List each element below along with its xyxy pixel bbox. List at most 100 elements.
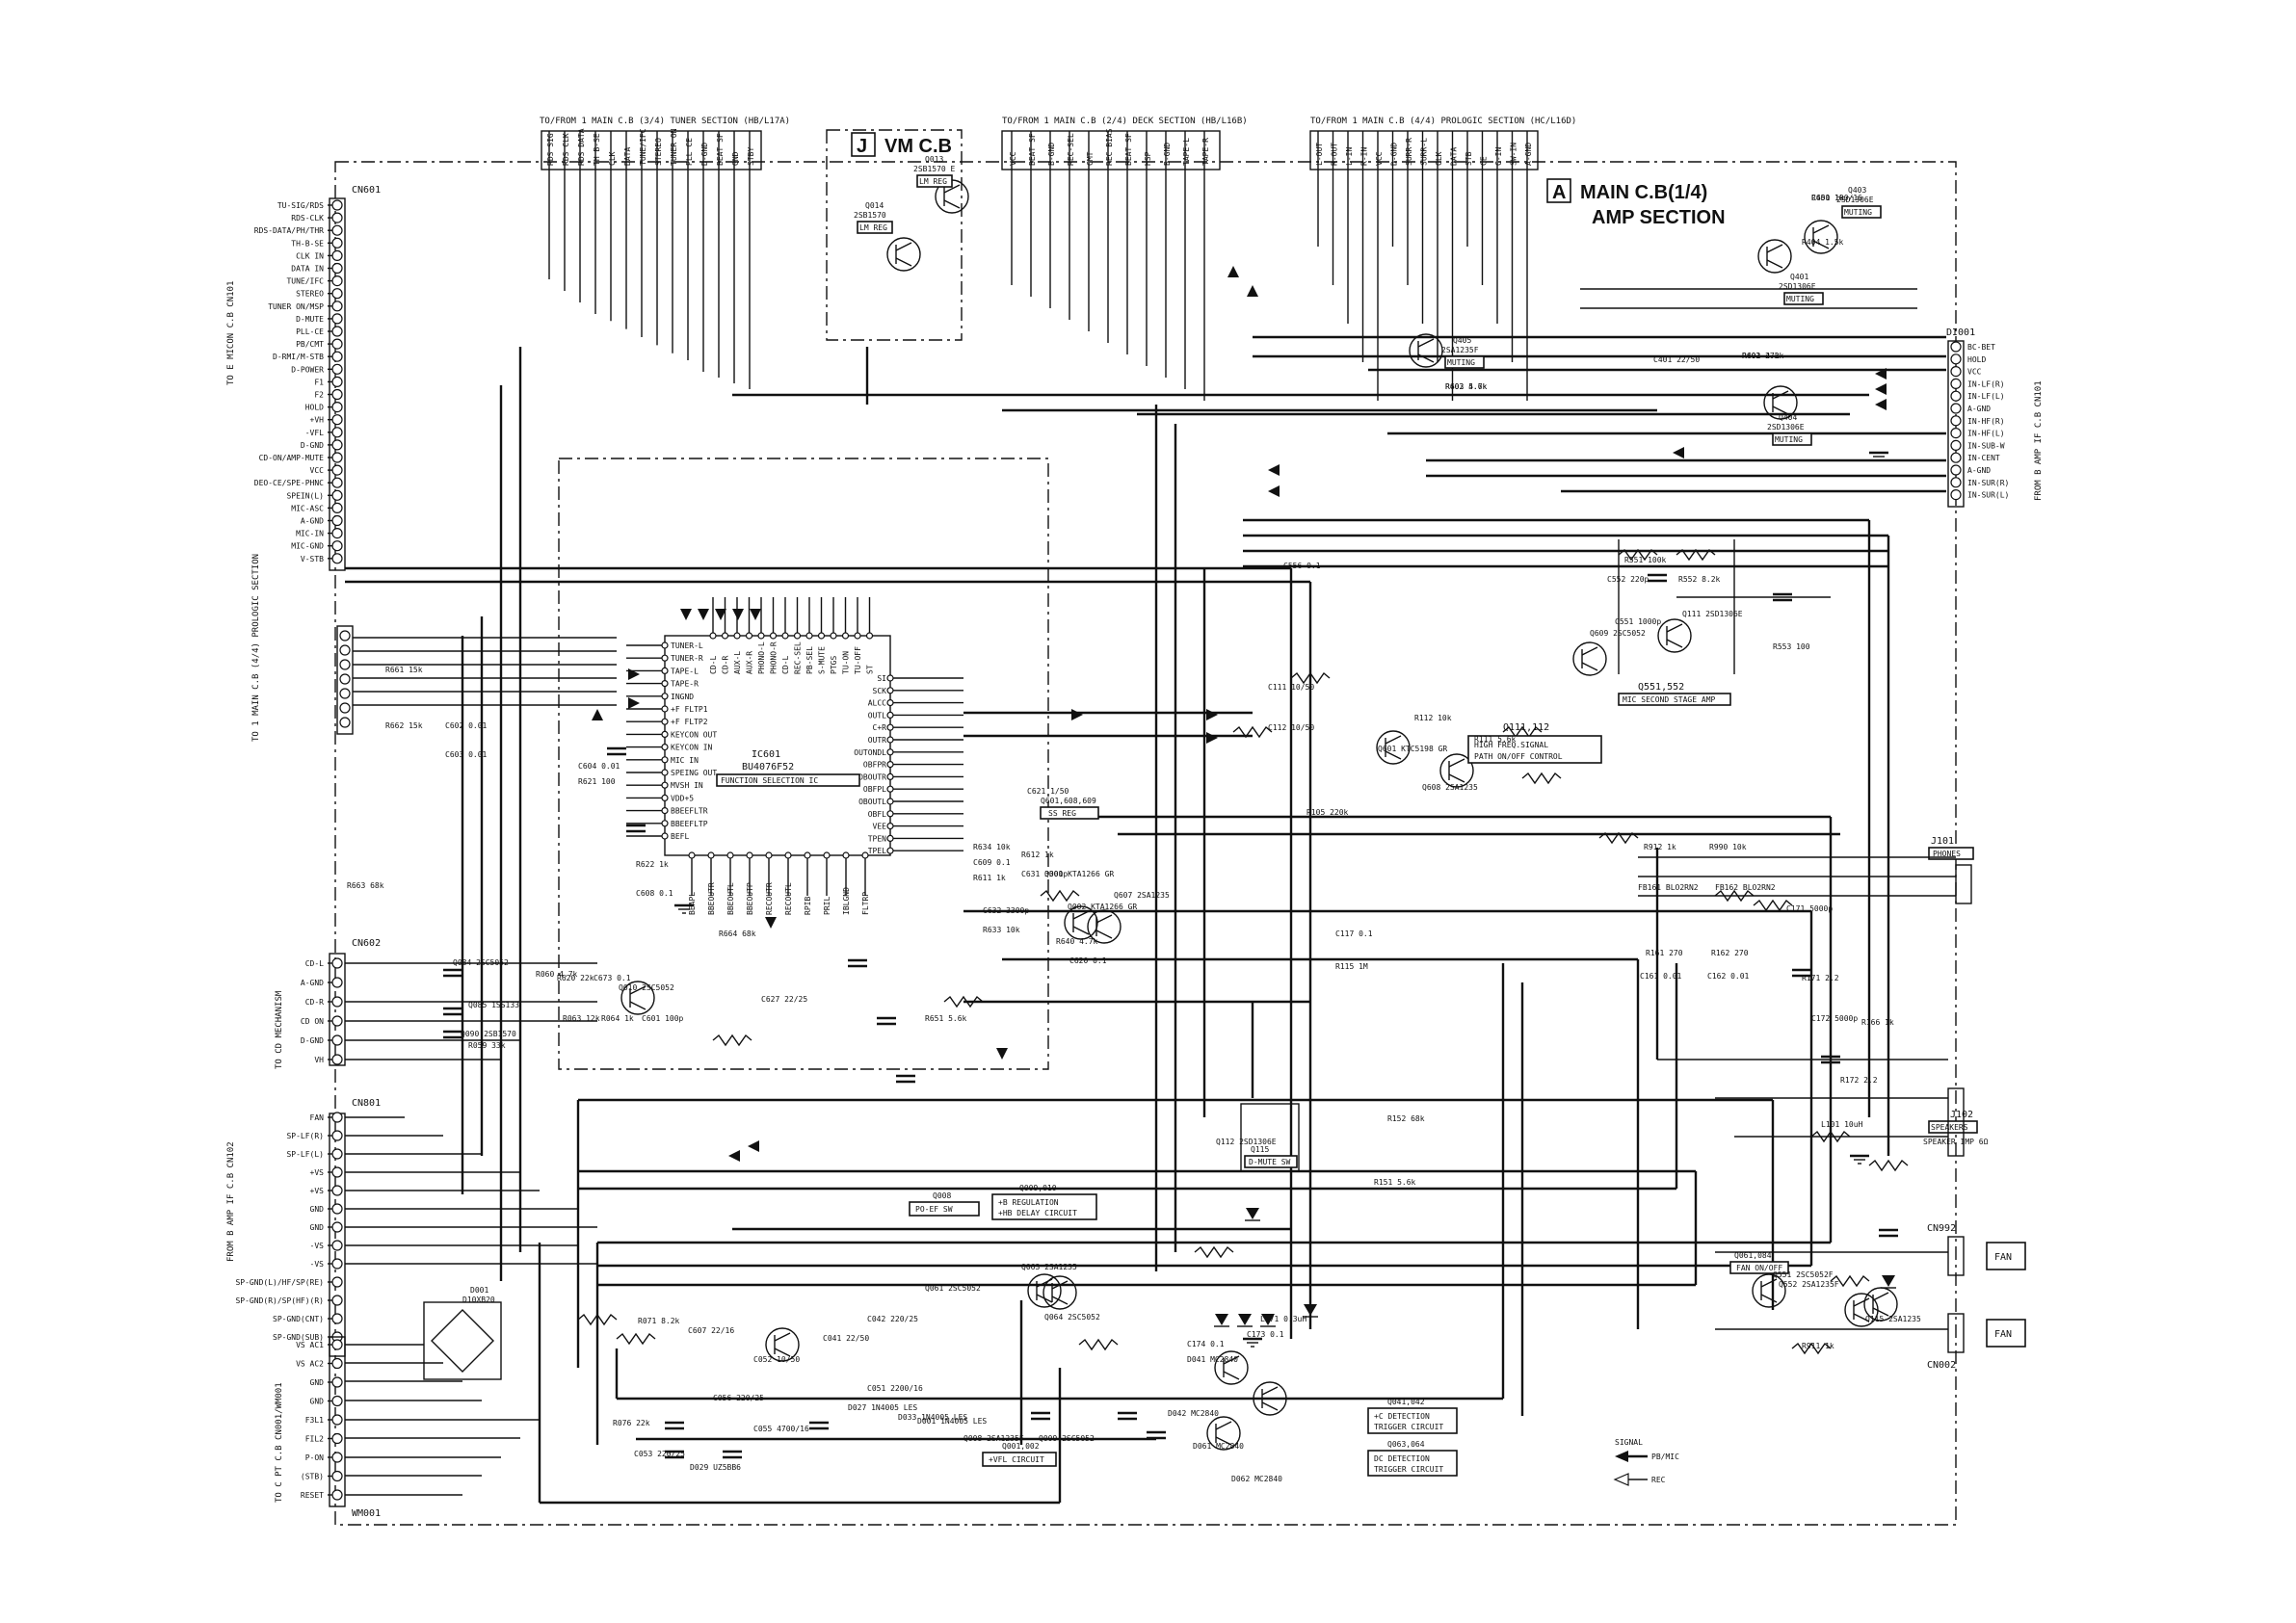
tuner-pin-label: RDS CLK (562, 133, 570, 166)
part-label: R663 68k (347, 881, 384, 890)
ic601-left-pin-label: TUNER-R (671, 654, 703, 663)
cn601-pin (331, 489, 343, 501)
resistor-symbol (1194, 1245, 1234, 1259)
ic601-left-pin (661, 756, 669, 764)
label-cd: TO CD MECHANISM (275, 990, 284, 1069)
di001-pin (1950, 415, 1962, 427)
deck-pin-label: B-GND (1163, 143, 1172, 166)
note-q115: Q115 D-MUTE SW (1240, 1103, 1300, 1172)
part-label: C673 0.1 (594, 974, 631, 982)
ic601-bottom-pin-label: BBEOUTP (746, 882, 754, 915)
ic601-right-pin-label: OBFPR (863, 761, 886, 770)
note-q061-ref: Q061,084 (1734, 1251, 1772, 1260)
cn801-pin-label: SP-LF(R) (286, 1132, 324, 1140)
note-q041-desc1: +C DETECTION (1374, 1412, 1430, 1421)
transistor-symbol (1409, 333, 1443, 368)
part-label: R552 8.2k (1678, 575, 1721, 584)
transistor-symbol (620, 981, 655, 1015)
cn601-pin-label: VCC (310, 466, 325, 475)
part-label: C042 220/25 (867, 1315, 918, 1323)
ic601-left-pin (661, 769, 669, 776)
part-label: C556 0.1 (1283, 562, 1321, 570)
ic601-right-pin-label: OBFPL (863, 785, 886, 794)
note-q551: Q551,552 MIC SECOND STAGE AMP (1618, 682, 1731, 706)
cn601-pin (331, 363, 343, 375)
resistor-symbol (1618, 548, 1658, 562)
part-label: Q002 KTA1266 GR (1068, 903, 1137, 911)
part-label: Q112 2SD1306E (1216, 1138, 1277, 1146)
ic601-right-pin-label: OUTR (868, 736, 886, 745)
j102-imp-label: SPEAKER IMP 6Ω (1923, 1138, 1989, 1146)
prologic-pin-label: D-GND (1390, 143, 1399, 166)
part-label: Q010 2SC5052 (619, 983, 674, 992)
resistor-symbol (1753, 899, 1793, 912)
ic601-top-pin-label: TU-ON (842, 651, 851, 674)
cn901-pin-label: VS AC2 (296, 1360, 324, 1369)
resistor-symbol (616, 1332, 656, 1346)
transistor-symbol (886, 237, 921, 272)
ic601-top-pin (733, 632, 741, 640)
ic601-left-pin (661, 654, 669, 662)
part-label: R151 5.6k (1374, 1178, 1416, 1187)
di001-pin-label: A-GND (1967, 466, 1991, 475)
cn602-pin (331, 996, 343, 1008)
ic601-left-pin-label: TUNER-L (671, 641, 703, 650)
part-label: R612 1k (1021, 851, 1054, 859)
ic601-right-pin-label: OBOUTL (858, 798, 886, 806)
tuner-pin-label: D-GND (700, 143, 709, 166)
part-label: R166 1k (1861, 1018, 1894, 1027)
resistor-symbol (1868, 1159, 1909, 1172)
transistor-symbol (1214, 1350, 1249, 1385)
prologic-pin-label: R-IN (1360, 147, 1369, 166)
part-label: D033 1N4005 LES (898, 1413, 967, 1422)
ic601-right-pin-label: OUTONDL (854, 748, 886, 757)
j102-speakers-label: SPEAKERS (1931, 1123, 1968, 1132)
cn601-pin (331, 275, 343, 287)
note-q405-part: 2SA1235F (1441, 346, 1479, 354)
part-label: D027 1N4005 LES (848, 1403, 917, 1412)
part-label: C053 220/25 (634, 1450, 685, 1458)
cn801-pin-label: +VS (310, 1187, 325, 1195)
fan-label-1: FAN (1994, 1252, 2012, 1263)
prologic-pin-label: R-OUT (1331, 143, 1339, 166)
cn602-pin-label: A-GND (301, 979, 324, 987)
ic601-top-pin (865, 632, 874, 640)
part-label: Q601 KTC5198 GR (1378, 745, 1447, 753)
ic601-bottom-pin (688, 851, 696, 859)
transistor-symbol (1087, 909, 1122, 944)
di001-pin-label: IN-CENT (1967, 454, 2000, 462)
signal-arrow-icon (1227, 266, 1239, 277)
signal-arrow-icon (1247, 285, 1258, 297)
part-label: Q061 2SC5052 (925, 1284, 981, 1293)
ic601-left-pin (661, 781, 669, 789)
cn801-pin (331, 1166, 343, 1178)
ic601-left-pin-label: MIC IN (671, 756, 699, 765)
diode-icon (1238, 1314, 1252, 1325)
label-micon: TO E MICON C.B CN101 (226, 281, 236, 385)
note-q063-ref: Q063,064 (1387, 1440, 1425, 1449)
resistor-symbol (1040, 889, 1080, 903)
ic601-right-pin-label: TPEN (868, 834, 886, 843)
cn601-pin-label: -VFL (305, 429, 324, 437)
note-q404-desc: MUTING (1775, 435, 1803, 444)
cn601-pin-label: PB/CMT (296, 340, 324, 349)
main-board-title-line2: AMP SECTION (1592, 207, 1726, 228)
part-label: R662 15k (385, 721, 423, 730)
ic601-left-pin (661, 679, 669, 688)
cn601-pin (331, 527, 343, 539)
transistor-symbol (765, 1327, 800, 1362)
cn601-pin (331, 338, 343, 350)
di001-pin (1950, 428, 1962, 439)
cn992-fan: CN992 FAN FAN CN002 (1927, 1223, 2026, 1371)
note-q009-ref: Q009,010 (1019, 1184, 1057, 1192)
part-label: R402 2.2k (1742, 352, 1784, 360)
tuner-pin-label: DATA (623, 147, 632, 166)
note-q041: Q041,042 +C DETECTION TRIGGER CIRCUIT (1367, 1398, 1458, 1434)
cn601-pin (331, 199, 343, 211)
ic601-right-pin (886, 772, 894, 781)
cn601-pin (331, 464, 343, 476)
ic601-bottom-pin (842, 851, 850, 859)
part-label: C401 22/50 (1653, 355, 1700, 364)
